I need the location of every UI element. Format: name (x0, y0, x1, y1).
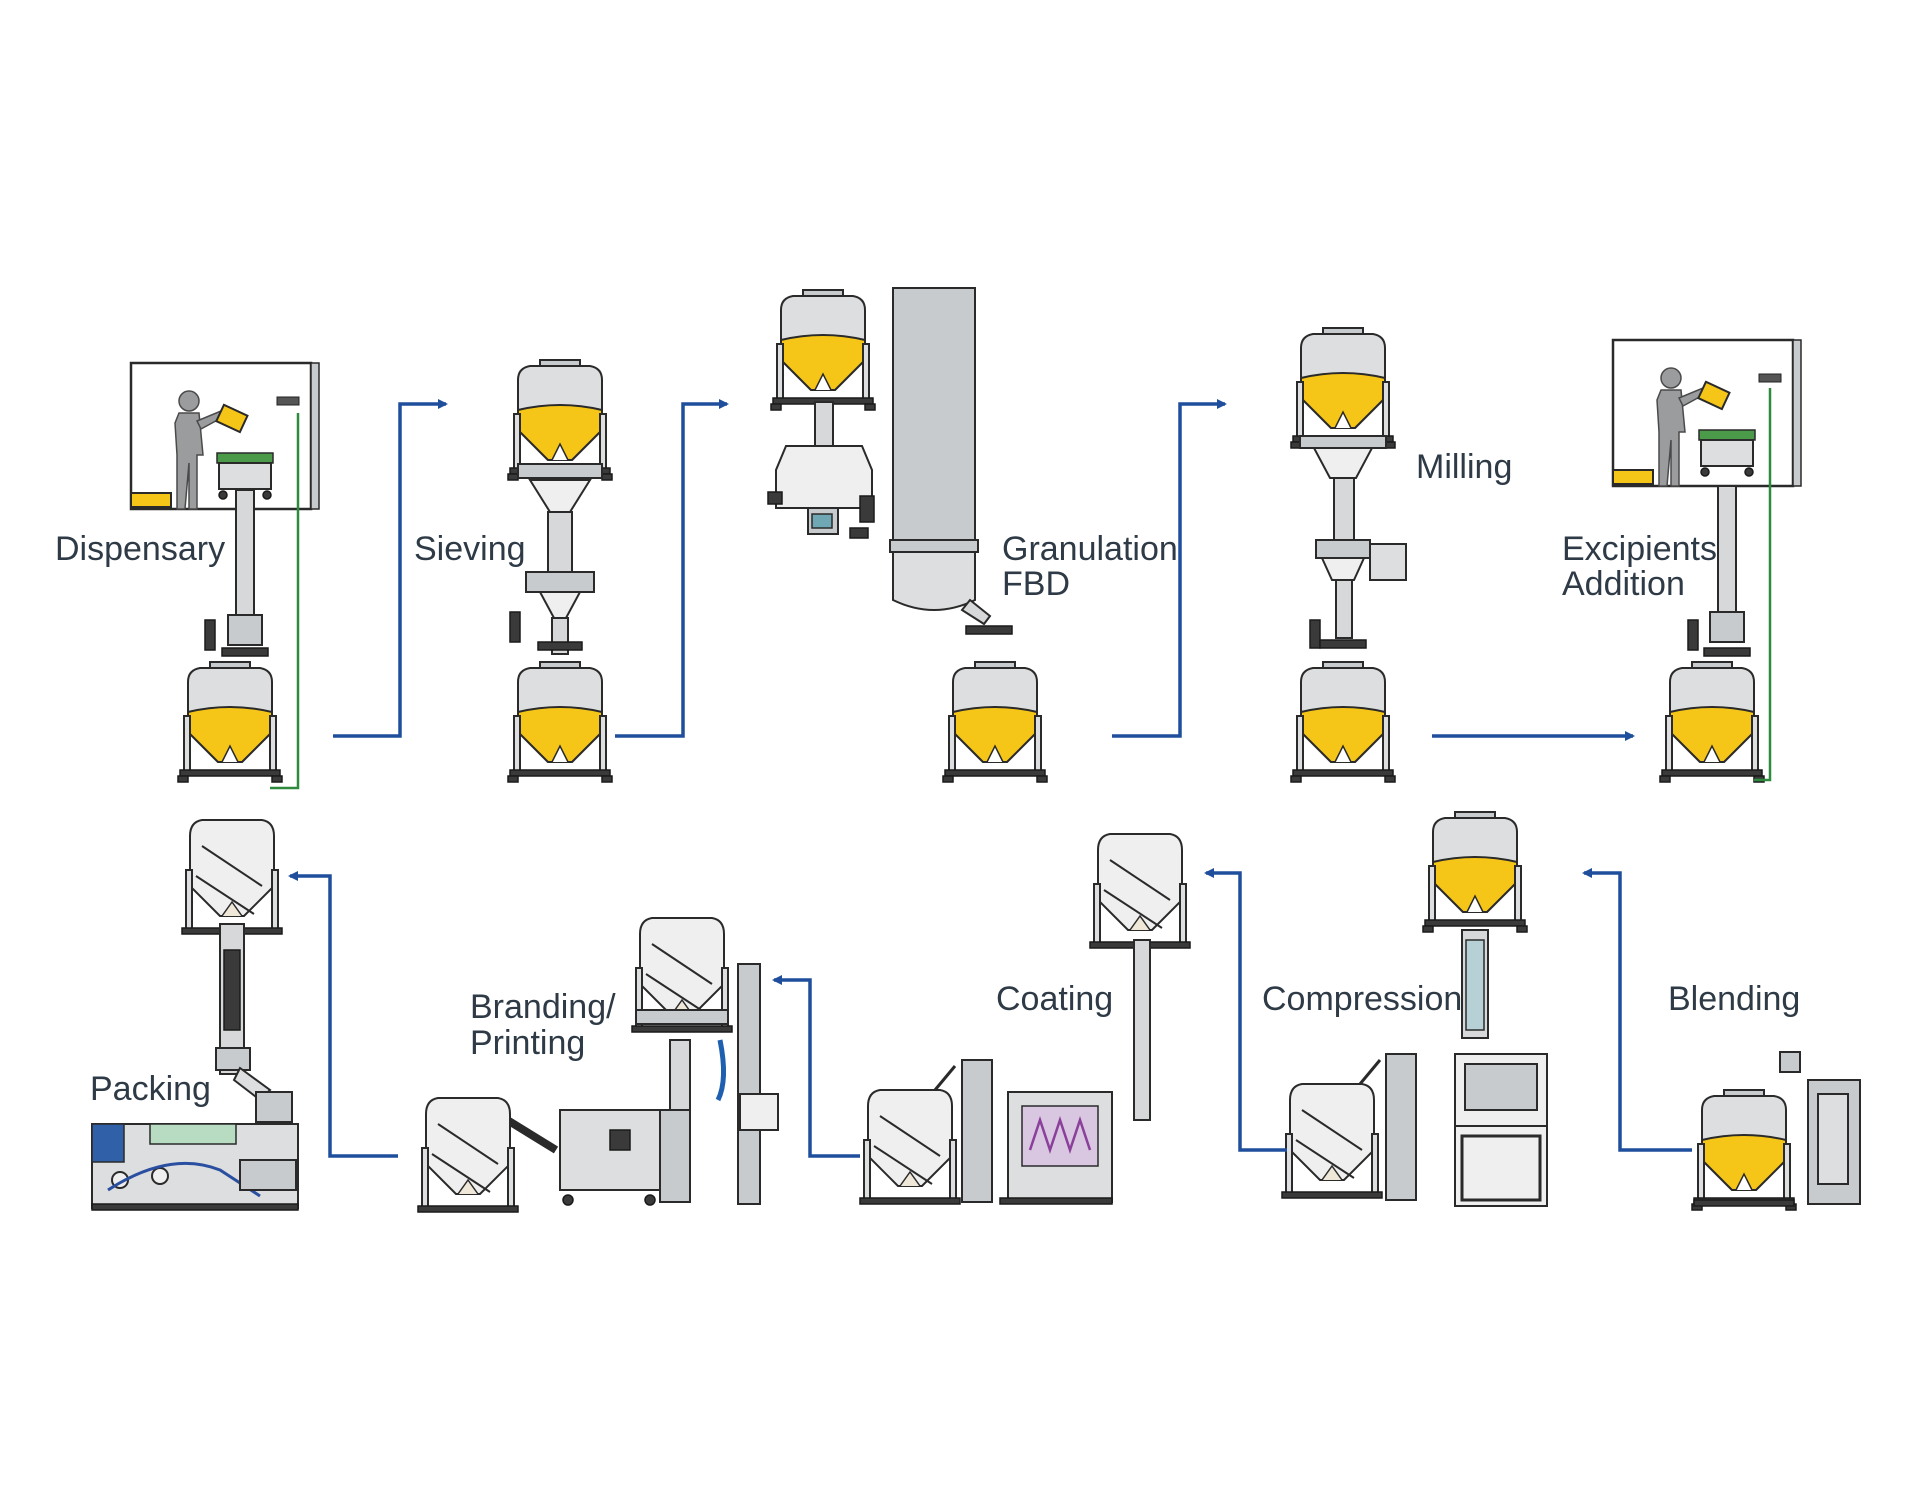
excipients-addition-station: Excipients Addition (1562, 338, 1803, 783)
branding-printing-station: Branding/ Printing (417, 917, 779, 1213)
granulation-fbd-station: Granulation FBD (767, 287, 1178, 783)
dispensary-station: Dispensary (55, 361, 321, 790)
stage-label-milling: Milling (1416, 448, 1512, 486)
flow-arrow-icon (615, 399, 729, 738)
stage-label-compression: Compression (1262, 980, 1462, 1018)
stage-label-branding: Branding/ (470, 988, 616, 1026)
stage-label-printing: Printing (470, 1024, 585, 1062)
compression-station: Compression (1262, 811, 1548, 1207)
flow-arrow-icon (288, 871, 398, 1158)
sieving-station: Sieving (414, 359, 613, 783)
stage-label-granulation: Granulation (1002, 530, 1178, 568)
flow-arrow-icon (1582, 868, 1692, 1152)
flow-arrow-icon (333, 399, 448, 738)
stage-label-addition: Addition (1562, 565, 1685, 603)
flow-arrow-icon (1204, 868, 1287, 1152)
flow-arrow-icon (1112, 399, 1227, 738)
flow-arrow-icon (772, 975, 860, 1158)
stage-label-packing: Packing (90, 1070, 211, 1108)
blending-station: Blending (1668, 980, 1861, 1211)
stage-label-fbd: FBD (1002, 565, 1070, 603)
stage-label-coating: Coating (996, 980, 1113, 1018)
packing-station: Packing (90, 819, 299, 1211)
stage-label-sieving: Sieving (414, 530, 526, 568)
stage-label-dispensary: Dispensary (55, 530, 225, 568)
coating-station: Coating (859, 833, 1191, 1205)
stage-label-excipients: Excipients (1562, 530, 1717, 568)
stage-label-blending: Blending (1668, 980, 1800, 1018)
milling-station: Milling (1290, 327, 1512, 783)
